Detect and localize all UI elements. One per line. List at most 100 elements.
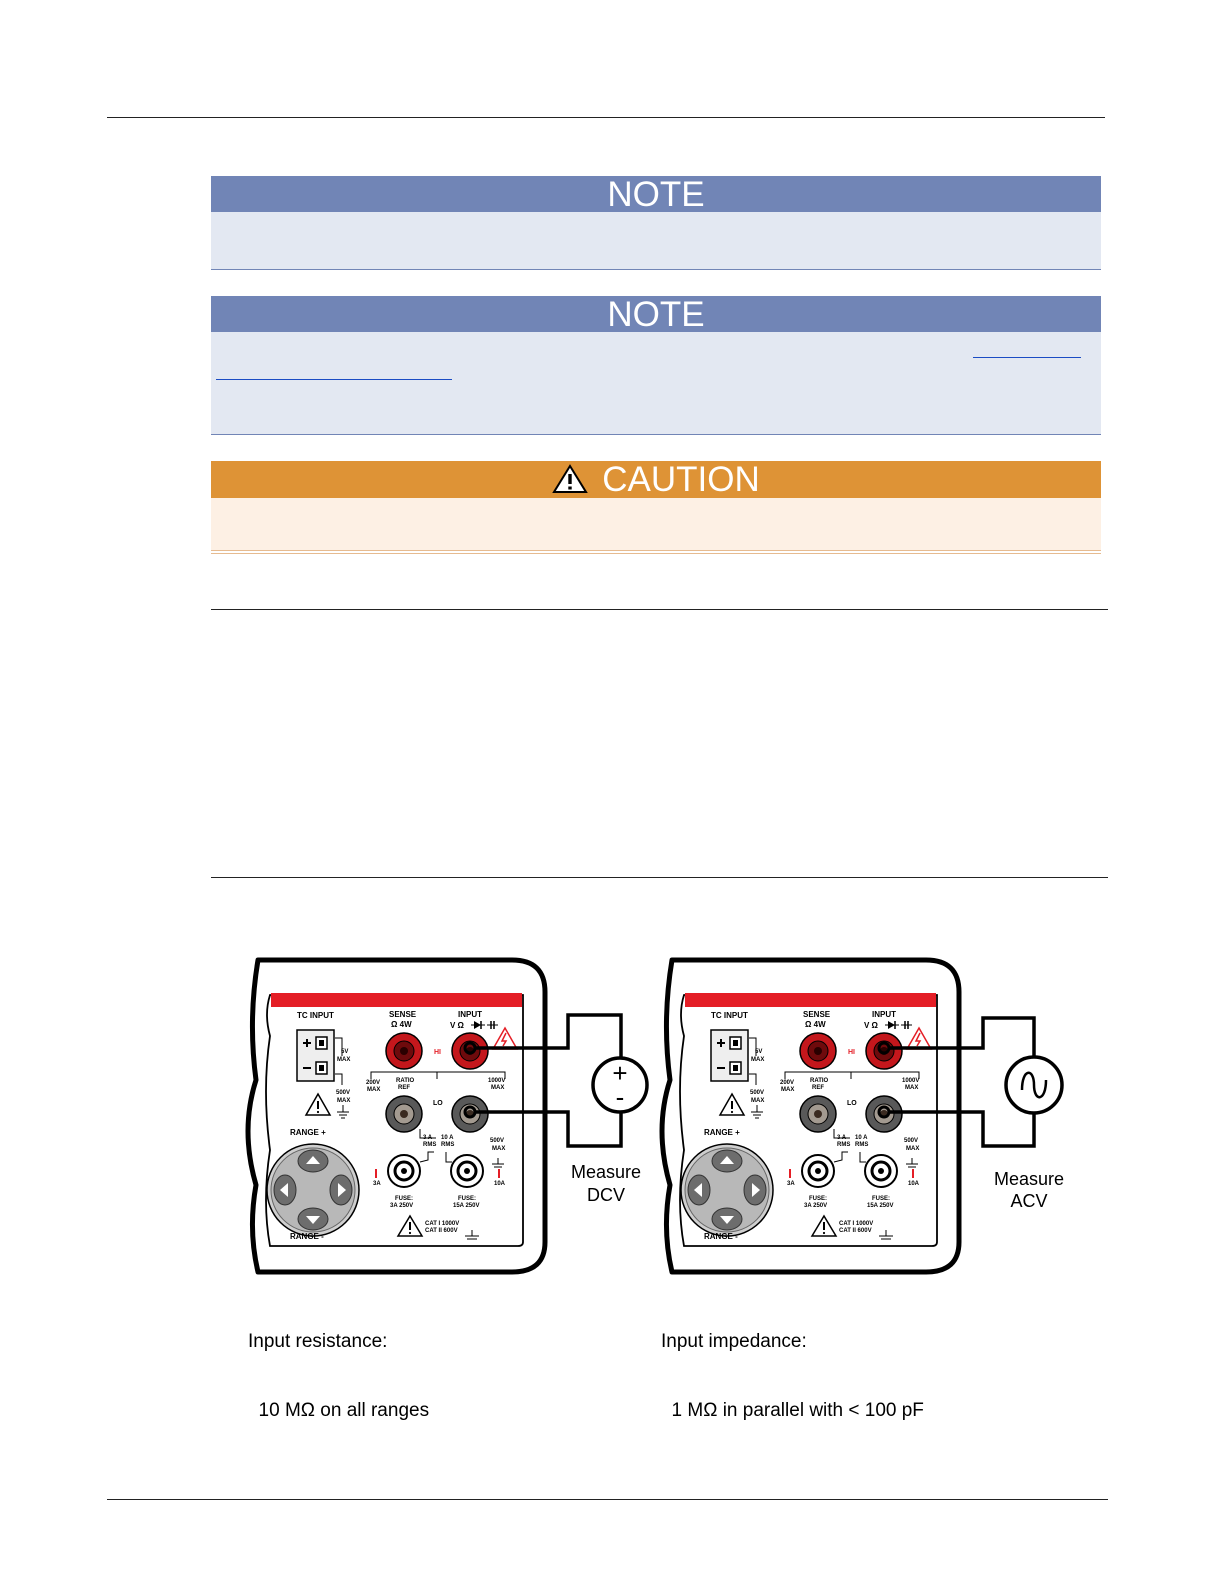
footer-rule bbox=[107, 1499, 1108, 1500]
5v-max-label-rb: MAX bbox=[751, 1057, 764, 1063]
section-rule-2 bbox=[211, 877, 1108, 878]
cat-i-label: CAT I 1000V bbox=[425, 1221, 459, 1227]
note-link[interactable] bbox=[973, 357, 1081, 358]
10a-label: 10A bbox=[494, 1181, 506, 1187]
lo-label: LO bbox=[433, 1100, 443, 1107]
dc-source-plus: + bbox=[612, 1058, 627, 1088]
cat-i-label-2: CAT I 1000V bbox=[839, 1221, 873, 1227]
input-label: INPUT bbox=[458, 1010, 482, 1019]
1000v-max-label-r: 1000V bbox=[902, 1078, 919, 1084]
500v-max-label-r: 500V bbox=[750, 1090, 764, 1096]
note-link-continued[interactable] bbox=[216, 379, 452, 380]
ratio-ref-label: REF bbox=[398, 1085, 410, 1091]
1000v-max-label-b: MAX bbox=[491, 1085, 504, 1091]
dcv-caption: Input resistance: 10 MΩ on all ranges bbox=[248, 1284, 429, 1445]
3a-rms-label-rb: RMS bbox=[837, 1142, 850, 1148]
200v-max-label-r: 200V bbox=[780, 1080, 794, 1086]
lo-label-2: LO bbox=[847, 1100, 857, 1107]
note-body-2 bbox=[211, 332, 1101, 435]
caution-divider bbox=[211, 553, 1101, 554]
dcv-wiring: + - Measure DCV bbox=[463, 1013, 649, 1205]
hi-label: HI bbox=[434, 1049, 441, 1056]
fuse-15a-label-2: FUSE: bbox=[872, 1196, 890, 1202]
dc-source-minus: - bbox=[616, 1082, 625, 1112]
caution-title: CAUTION bbox=[602, 460, 760, 499]
1000v-max-label: 1000V bbox=[488, 1078, 505, 1084]
input-sub-label: V Ω bbox=[450, 1021, 465, 1030]
fuse-3a-label-2: FUSE: bbox=[809, 1196, 827, 1202]
measure-acv-label-2: ACV bbox=[1010, 1191, 1047, 1211]
3a-rms-label: 3 A bbox=[423, 1135, 433, 1141]
1000v-max-label-rb: MAX bbox=[905, 1085, 918, 1091]
input-label-2: INPUT bbox=[872, 1010, 896, 1019]
header-rule bbox=[107, 117, 1105, 118]
note-box-1: NOTE bbox=[211, 176, 1101, 271]
10a-rms-label-rb: RMS bbox=[855, 1142, 868, 1148]
200v-max-label: 200V bbox=[366, 1080, 380, 1086]
range-plus-label: RANGE + bbox=[290, 1128, 326, 1137]
measure-dcv-label: Measure bbox=[571, 1162, 641, 1182]
500v-max-label-b: MAX bbox=[337, 1098, 350, 1104]
200v-max-label-b: MAX bbox=[367, 1087, 380, 1093]
caution-header: CAUTION bbox=[211, 460, 1101, 499]
connection-figure: TC INPUT SENSE Ω 4W INPUT V Ω HI LO 5V M… bbox=[0, 940, 1064, 1340]
dcv-caption-line-2: 10 MΩ on all ranges bbox=[248, 1400, 430, 1421]
dc-voltage-source bbox=[591, 1056, 649, 1114]
acv-wiring: Measure ACV bbox=[877, 1016, 1064, 1211]
cat-ii-label: CAT II 600V bbox=[425, 1228, 458, 1234]
note-body-1 bbox=[211, 212, 1101, 270]
tc-input-label: TC INPUT bbox=[297, 1011, 334, 1020]
input-sub-label-2: V Ω bbox=[864, 1021, 879, 1030]
3a-rms-label-b: RMS bbox=[423, 1142, 436, 1148]
500v-max-label-rb: MAX bbox=[751, 1098, 764, 1104]
sense-sub-label-2: Ω 4W bbox=[805, 1020, 826, 1029]
range-minus-label: RANGE - bbox=[290, 1232, 324, 1241]
note-box-2: NOTE bbox=[211, 296, 1101, 436]
note-title-2: NOTE bbox=[211, 296, 1101, 334]
caution-body bbox=[211, 498, 1101, 551]
500v-max-label: 500V bbox=[336, 1090, 350, 1096]
measure-dcv-label-2: DCV bbox=[587, 1185, 625, 1205]
range-plus-label-2: RANGE + bbox=[704, 1128, 740, 1137]
acv-caption-line-1: Input impedance: bbox=[661, 1331, 807, 1352]
5v-max-label-b: MAX bbox=[337, 1057, 350, 1063]
sense-label-2: SENSE bbox=[803, 1010, 831, 1019]
acv-caption: Input impedance: 1 MΩ in parallel with <… bbox=[661, 1284, 924, 1445]
dcv-front-panel: TC INPUT SENSE Ω 4W INPUT V Ω HI LO 5V M… bbox=[248, 960, 545, 1272]
ratio-ref-label-r: REF bbox=[812, 1085, 824, 1091]
fuse-15a-label: FUSE: bbox=[458, 1196, 476, 1202]
ratio-label-r: RATIO bbox=[810, 1078, 829, 1084]
sense-label: SENSE bbox=[389, 1010, 417, 1019]
10a-label-2: 10A bbox=[908, 1181, 920, 1187]
fuse-15a-rating-2: 15A 250V bbox=[867, 1203, 893, 1209]
500v-max-label-r2: 500V bbox=[904, 1138, 918, 1144]
sine-wave-icon bbox=[1020, 1071, 1048, 1099]
acv-caption-line-2: 1 MΩ in parallel with < 100 pF bbox=[661, 1400, 924, 1421]
measure-acv-label: Measure bbox=[994, 1169, 1064, 1189]
dcv-caption-line-1: Input resistance: bbox=[248, 1331, 388, 1352]
ratio-label: RATIO bbox=[396, 1078, 415, 1084]
500v-max-label-2: 500V bbox=[490, 1138, 504, 1144]
range-minus-label-2: RANGE - bbox=[704, 1232, 738, 1241]
3a-label: 3A bbox=[373, 1181, 381, 1187]
acv-front-panel: TC INPUT SENSE Ω 4W INPUT V Ω HI LO 5V M… bbox=[662, 960, 959, 1272]
fuse-3a-rating: 3A 250V bbox=[390, 1203, 413, 1209]
cat-ii-label-2: CAT II 600V bbox=[839, 1228, 872, 1234]
warning-triangle-icon bbox=[552, 464, 589, 493]
10a-rms-label-r: 10 A bbox=[855, 1135, 868, 1141]
note-title-1: NOTE bbox=[211, 176, 1101, 214]
10a-rms-label-b: RMS bbox=[441, 1142, 454, 1148]
fuse-3a-rating-2: 3A 250V bbox=[804, 1203, 827, 1209]
500v-max-label-2b: MAX bbox=[492, 1146, 505, 1152]
section-rule-1 bbox=[211, 609, 1108, 610]
3a-label-2: 3A bbox=[787, 1181, 795, 1187]
5v-max-label-r: 5V bbox=[755, 1049, 762, 1055]
fuse-3a-label: FUSE: bbox=[395, 1196, 413, 1202]
hi-label-2: HI bbox=[848, 1049, 855, 1056]
3a-rms-label-r: 3 A bbox=[837, 1135, 847, 1141]
10a-rms-label: 10 A bbox=[441, 1135, 454, 1141]
5v-max-label: 5V bbox=[341, 1049, 348, 1055]
caution-box: CAUTION bbox=[211, 461, 1101, 556]
200v-max-label-rb: MAX bbox=[781, 1087, 794, 1093]
500v-max-label-r2b: MAX bbox=[906, 1146, 919, 1152]
